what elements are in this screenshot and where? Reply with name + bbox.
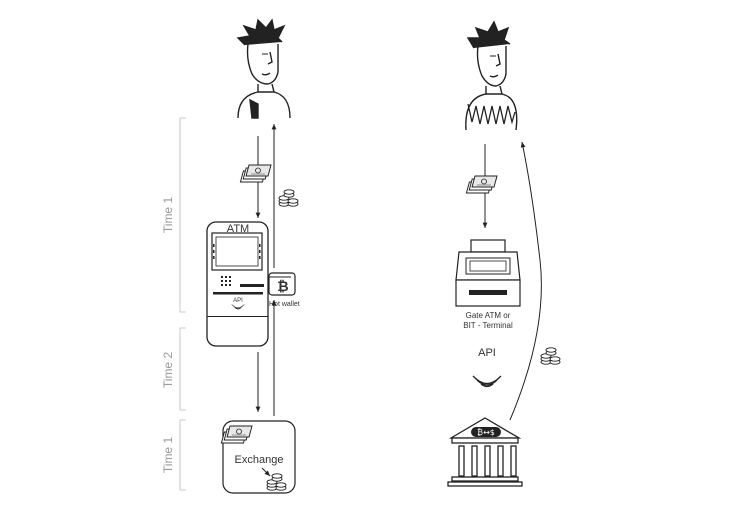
coins-icon-right: [540, 347, 561, 365]
gate-atm-terminal: [455, 239, 521, 307]
cash-icon-left: [239, 164, 272, 183]
hot-wallet-icon: [268, 272, 296, 296]
terminal-label-line2: BIT - Terminal: [463, 321, 513, 330]
arrow-bank-to-person: [509, 141, 542, 421]
right-api-label: API: [478, 347, 496, 359]
exchange-label: Exchange: [235, 454, 284, 466]
hot-wallet-label: Hot wallet: [269, 301, 300, 308]
bank-building: [447, 417, 523, 487]
bank-badge-bg: [471, 427, 501, 437]
atm-api-label: API: [233, 298, 243, 304]
exchange-arrow: [261, 467, 271, 477]
time-label-bottom: Time 1: [161, 437, 175, 474]
bracket-time1-top: [179, 117, 186, 313]
right-api-waves-icon: [472, 375, 502, 388]
time-brackets: [179, 117, 186, 491]
terminal-label-line1: Gate ATM or: [466, 311, 511, 320]
time-label-top: Time 1: [161, 197, 175, 234]
atm-machine: [206, 221, 269, 347]
bitcoin-symbol: ₿: [277, 278, 288, 294]
right-person-illustration: [465, 20, 518, 131]
time-label-middle: Time 2: [161, 352, 175, 389]
left-person-illustration: [236, 18, 291, 119]
bracket-time2: [179, 327, 186, 411]
cash-icon-right: [465, 175, 498, 194]
coins-icon-left: [278, 189, 299, 207]
bracket-time1-bottom: [179, 419, 186, 491]
bank-badge: ₿↔$: [477, 428, 495, 437]
atm-label: ATM: [227, 223, 249, 235]
